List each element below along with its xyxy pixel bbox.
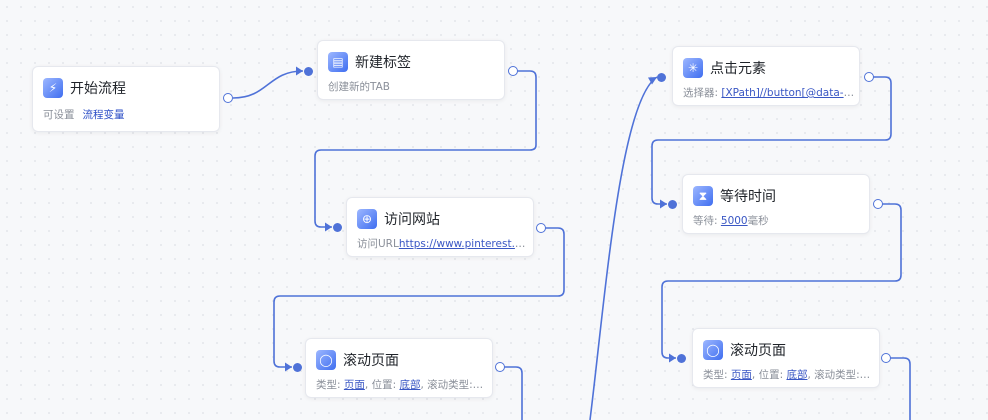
globe-icon: ⊕	[357, 209, 377, 229]
node-subtitle: 类型: 页面, 位置: 底部, 滚动类型: ...	[703, 369, 873, 381]
node-title: 滚动页面	[730, 343, 786, 359]
arrow-scroll2	[669, 353, 676, 363]
arrow-visit	[325, 222, 332, 232]
node-title: 等待时间	[720, 189, 776, 205]
click-icon: ✳	[683, 58, 703, 78]
port-in-scroll-page-1[interactable]	[293, 362, 302, 372]
port-out-scroll-page-2[interactable]	[881, 353, 891, 363]
wire-scroll2-out	[890, 357, 911, 420]
port-out-scroll-page-1[interactable]	[495, 362, 505, 372]
port-out-click-element[interactable]	[864, 72, 874, 82]
lightning-icon: ⚡	[43, 78, 63, 98]
arrow-newtab	[296, 66, 303, 76]
type-link[interactable]: 页面	[730, 369, 752, 381]
node-subtitle: 访问URLhttps://www.pinterest.c...	[357, 236, 527, 251]
position-link[interactable]: 底部	[786, 369, 808, 381]
node-click-element[interactable]: ✳ 点击元素 选择器: [XPath]//button[@data-t...	[672, 46, 860, 106]
node-subtitle: 可设置流程变量	[43, 109, 125, 121]
selector-link[interactable]: [XPath]//button[@data-t...	[721, 87, 855, 99]
node-start-flow[interactable]: ⚡ 开始流程 可设置流程变量	[32, 66, 220, 132]
arrow-wait	[660, 199, 667, 209]
node-title: 新建标签	[355, 55, 411, 71]
tab-icon: ▤	[328, 52, 348, 72]
node-scroll-page-1[interactable]: ◯ 滚动页面 类型: 页面, 位置: 底部, 滚动类型: ...	[305, 338, 493, 398]
mouse-icon: ◯	[703, 340, 723, 360]
url-link[interactable]: https://www.pinterest.c...	[398, 238, 527, 250]
node-title: 开始流程	[70, 81, 126, 97]
hourglass-icon: ⧗	[693, 186, 713, 206]
wait-duration-link[interactable]: 5000	[720, 215, 748, 227]
port-out-start[interactable]	[223, 93, 233, 103]
arrow-scroll1	[285, 362, 292, 372]
port-out-wait-time[interactable]	[873, 199, 883, 209]
flow-variable-link[interactable]: 流程变量	[82, 109, 125, 121]
port-in-visit-website[interactable]	[333, 222, 342, 232]
wire-wait-to-scroll2	[661, 203, 902, 359]
node-wait-time[interactable]: ⧗ 等待时间 等待: 5000毫秒	[682, 174, 870, 234]
wire-visit-to-scroll1	[273, 227, 565, 368]
port-in-new-tab[interactable]	[304, 66, 313, 76]
wire-click-to-wait	[651, 76, 892, 205]
port-in-click-element[interactable]	[657, 72, 666, 82]
node-visit-website[interactable]: ⊕ 访问网站 访问URLhttps://www.pinterest.c...	[346, 197, 534, 257]
wire-newtab-to-visit	[314, 70, 537, 228]
node-subtitle: 选择器: [XPath]//button[@data-t...	[683, 85, 855, 100]
mouse-icon: ◯	[316, 350, 336, 370]
port-out-new-tab[interactable]	[508, 66, 518, 76]
port-out-visit-website[interactable]	[536, 223, 546, 233]
position-link[interactable]: 底部	[399, 379, 421, 391]
node-subtitle: 等待: 5000毫秒	[693, 215, 769, 227]
wire-into-click	[589, 76, 658, 420]
node-title: 滚动页面	[343, 353, 399, 369]
node-subtitle: 类型: 页面, 位置: 底部, 滚动类型: ...	[316, 379, 486, 391]
port-in-wait-time[interactable]	[668, 199, 677, 209]
node-scroll-page-2[interactable]: ◯ 滚动页面 类型: 页面, 位置: 底部, 滚动类型: ...	[692, 328, 880, 388]
wire-start-to-newtab	[232, 70, 304, 99]
arrow-click	[648, 77, 657, 85]
node-title: 点击元素	[710, 61, 766, 77]
node-subtitle: 创建新的TAB	[328, 81, 390, 93]
type-link[interactable]: 页面	[343, 379, 365, 391]
port-in-scroll-page-2[interactable]	[677, 353, 686, 363]
node-title: 访问网站	[384, 212, 440, 228]
node-new-tab[interactable]: ▤ 新建标签 创建新的TAB	[317, 40, 505, 100]
wire-scroll1-out	[504, 366, 523, 420]
